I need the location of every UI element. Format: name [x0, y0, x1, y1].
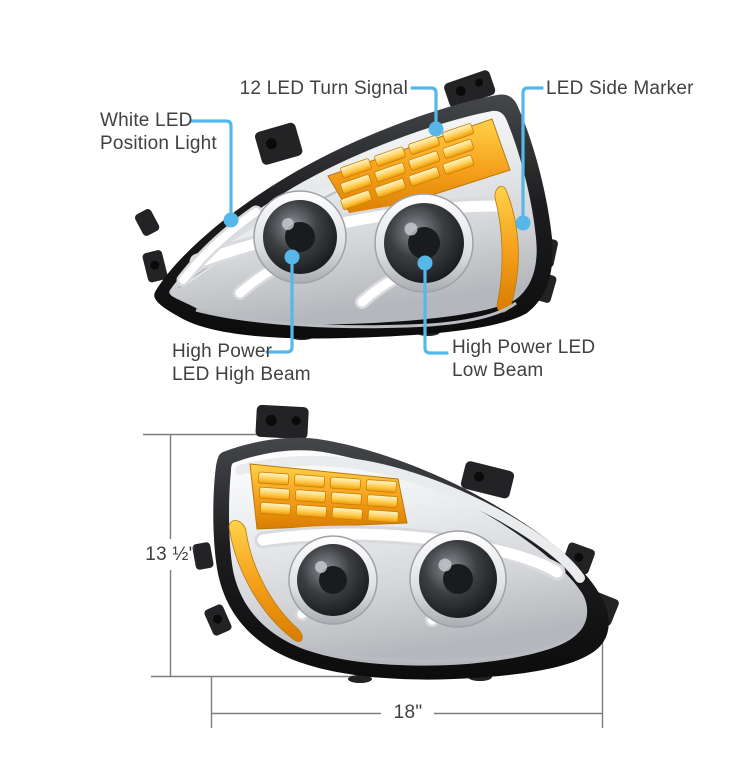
- width-dimension-value: 18": [393, 702, 423, 723]
- position-light-label-line1: White LED: [100, 110, 193, 131]
- high-beam-callout-line: [265, 263, 294, 354]
- low-beam-label: High Power LED Low Beam: [452, 336, 595, 382]
- side-marker-strip: [494, 185, 519, 313]
- side-marker-callout-dot: [515, 215, 531, 231]
- position-light-label-line2: Position Light: [100, 133, 217, 154]
- high-beam-callout-dot: [284, 249, 300, 265]
- headlight-bottom-image: [192, 404, 619, 683]
- headlight-top-image: [134, 70, 558, 340]
- turn-signal-led-chips: [340, 123, 475, 210]
- turn-signal-callout-dot: [428, 121, 444, 137]
- projector-bottom-right: [409, 530, 507, 628]
- height-dimension-value: 13 ½": [145, 544, 196, 565]
- low-beam-projector: [374, 193, 474, 293]
- position-light-callout-dot: [223, 212, 239, 228]
- low-beam-callout-line: [423, 269, 449, 355]
- headlight-bottom-brackets: [192, 404, 619, 683]
- position-light-callout-line: [189, 119, 233, 214]
- low-beam-callout-dot: [417, 255, 433, 271]
- side-marker-strip-bottom: [228, 520, 303, 642]
- callout-dots: [223, 121, 531, 271]
- turn-signal-callout-line: [410, 86, 438, 123]
- high-beam-label: High Power LED High Beam: [172, 340, 311, 386]
- low-beam-label-line1: High Power LED: [452, 337, 596, 358]
- side-marker-callout-line: [521, 86, 544, 217]
- headlight-bottom-lower-lip: [305, 631, 578, 663]
- high-beam-label-line1: High Power: [172, 341, 273, 362]
- low-beam-label-line2: Low Beam: [452, 360, 544, 381]
- high-beam-projector: [253, 190, 347, 284]
- turn-signal-led-chips-bottom: [257, 471, 399, 524]
- side-marker-label: LED Side Marker: [546, 78, 694, 99]
- headlight-bottom-reflector-band: [235, 455, 585, 583]
- headlight-top-lower-lip: [195, 301, 517, 329]
- position-light-label: White LED Position Light: [100, 109, 217, 155]
- projector-bottom-left: [288, 535, 378, 625]
- turn-signal-label: 12 LED Turn Signal: [239, 78, 408, 99]
- high-beam-label-line2: LED High Beam: [172, 364, 311, 385]
- callout-lines: [189, 86, 544, 355]
